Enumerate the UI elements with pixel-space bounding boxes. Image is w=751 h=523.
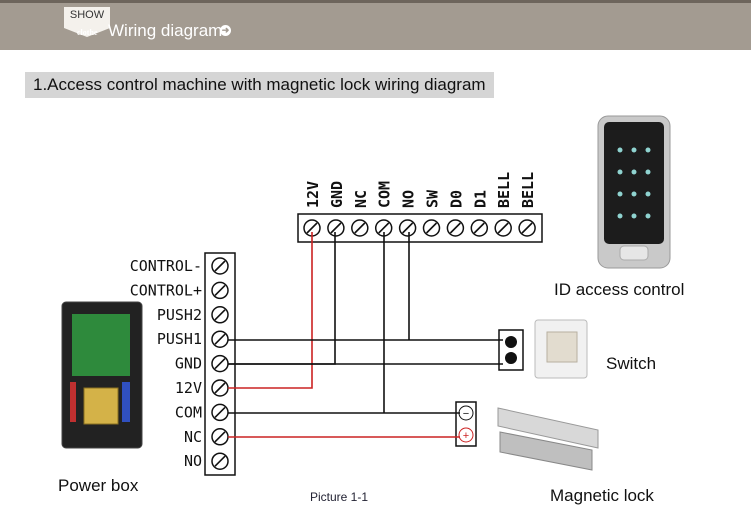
controller-terminal-screw — [494, 219, 512, 237]
keypad-key — [645, 191, 651, 197]
controller-terminal-screw — [470, 219, 489, 237]
power-box-terminal-label: GND — [175, 355, 202, 373]
power-box-image — [61, 301, 143, 449]
switch-caption: Switch — [606, 354, 657, 373]
keypad-key — [617, 169, 623, 175]
controller-terminal-screw — [446, 219, 465, 237]
controller-terminal-block — [297, 213, 543, 243]
power-box-terminal-label: CONTROL- — [130, 257, 202, 275]
id-access-caption: ID access control — [554, 280, 685, 299]
wire-gnd — [228, 232, 336, 365]
controller-terminal-label: NO — [400, 190, 418, 208]
keypad-key — [631, 147, 637, 153]
power-box-terminal-label: 12V — [175, 379, 202, 397]
power-box-terminal-screw — [211, 403, 229, 422]
keypad-dots — [617, 147, 651, 219]
controller-terminal-label: GND — [328, 181, 346, 208]
lock-terminal: − + — [455, 401, 477, 447]
power-box-terminal-screw — [211, 379, 229, 397]
keypad-key — [617, 213, 623, 219]
keypad-key — [645, 169, 651, 175]
show-label: SHOW — [69, 9, 105, 21]
magnetic-lock-caption: Magnetic lock — [550, 486, 654, 505]
keypad-key — [617, 147, 623, 153]
power-box-terminal-screw — [211, 306, 229, 324]
picture-caption: Picture 1-1 — [310, 490, 369, 504]
keypad-key — [645, 147, 651, 153]
keypad-key — [631, 169, 637, 175]
power-box-terminal-screw — [211, 354, 229, 373]
banner-title: Wiring diagram — [108, 21, 223, 40]
controller-terminal-label: NC — [352, 190, 370, 208]
controller-terminal-label: COM — [376, 181, 394, 208]
controller-terminal-label: BELL — [519, 172, 537, 208]
power-box-terminal-label: PUSH1 — [157, 330, 202, 348]
keypad-key — [631, 213, 637, 219]
keypad-key — [631, 191, 637, 197]
wires — [228, 232, 503, 438]
power-box-terminal-label: NC — [184, 428, 202, 446]
arrow-right-circle-icon: ➜ — [220, 25, 231, 36]
power-box-terminal-screw — [211, 452, 229, 470]
power-box-terminal-screw — [211, 428, 229, 446]
power-box-terminal-screw — [211, 281, 229, 300]
controller-terminal-label: BELL — [495, 172, 513, 208]
power-box-caption: Power box — [58, 476, 139, 495]
power-box-terminal-label: NO — [184, 452, 202, 470]
power-box-terminal-screw — [211, 330, 229, 348]
controller-terminal-labels: 12V GND NC COM NO SW D0 D1 BELL BELL — [304, 172, 537, 208]
controller-terminal-label: SW — [424, 189, 442, 208]
controller-terminal-screw — [327, 219, 345, 237]
clothe-label: clothe — [77, 28, 98, 37]
power-box-terminal-label: COM — [175, 403, 202, 421]
section-heading: 1.Access control machine with magnetic l… — [25, 72, 494, 98]
keypad-key — [645, 213, 651, 219]
controller-terminal-screw — [398, 219, 417, 237]
power-box-terminal-screw — [211, 257, 229, 275]
keypad-key — [617, 191, 623, 197]
lock-minus-label: − — [463, 408, 469, 420]
magnetic-lock-image — [497, 407, 599, 471]
lock-plus-label: + — [463, 430, 469, 442]
controller-terminal-label: D1 — [471, 190, 489, 208]
controller-terminal-label: D0 — [447, 190, 465, 208]
controller-terminal-screw — [518, 219, 536, 237]
header-banner: SHOW clothe Wiring diagram ➜ — [0, 0, 751, 50]
switch-image — [534, 319, 588, 379]
controller-terminal-label: 12V — [304, 181, 322, 208]
controller-terminal-screw — [422, 219, 441, 237]
wire-12v-red — [228, 232, 313, 389]
power-box-terminal-label: PUSH2 — [157, 306, 202, 324]
power-box-terminal-label: CONTROL+ — [130, 281, 202, 299]
controller-terminal-screw — [351, 219, 369, 237]
